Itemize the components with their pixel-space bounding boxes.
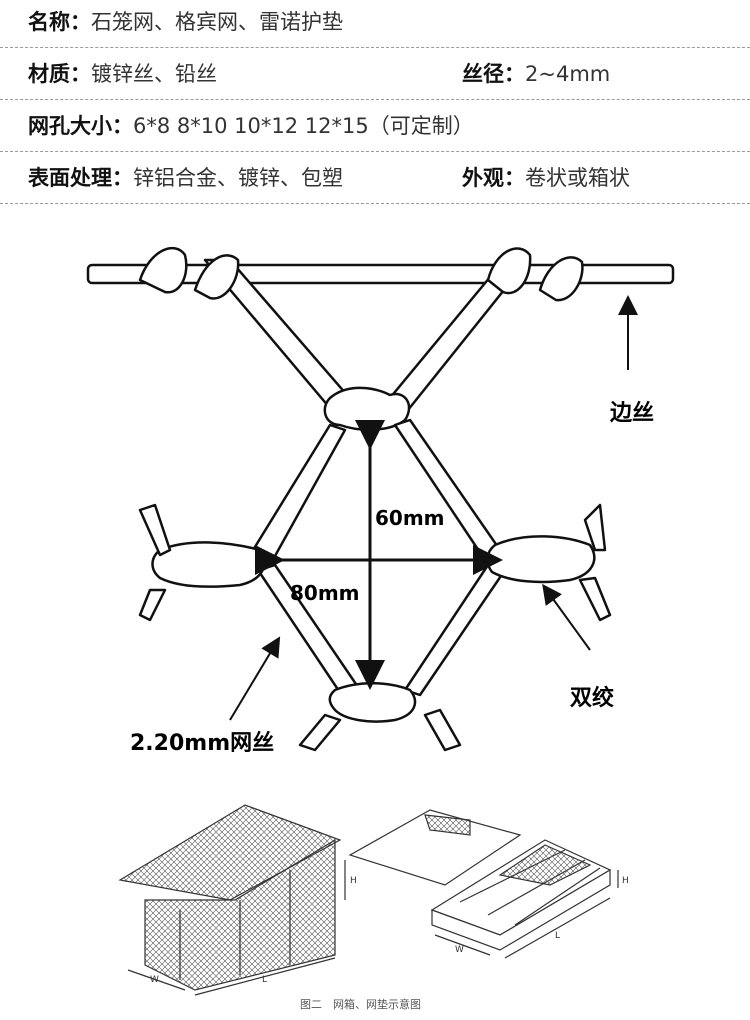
- mattress-w-label: W: [455, 945, 464, 955]
- box-h-label: H: [350, 876, 357, 886]
- edge-twist-1: [138, 246, 188, 294]
- gabion-box-dim-l: [194, 957, 336, 996]
- mattress-h-label: H: [622, 876, 629, 886]
- mesh-stub-left: [138, 503, 172, 622]
- mattress-dim-w: [434, 934, 491, 956]
- spec-mesh-value: 6*8 8*10 10*12 12*15（可定制）: [133, 114, 474, 138]
- spec-row-surface: 表面处理：锌铝合金、镀锌、包塑 外观：卷状或箱状: [0, 152, 750, 204]
- mattress-lid-hatch: [424, 814, 471, 836]
- spec-material-value: 镀锌丝、铅丝: [91, 62, 217, 86]
- mattress-l-label: L: [555, 931, 560, 941]
- spec-row-name: 名称：石笼网、格宾网、雷诺护垫: [0, 0, 750, 48]
- spec-row-material: 材质：镀锌丝、铅丝 丝径：2~4mm: [0, 48, 750, 100]
- spec-row-mesh: 网孔大小：6*8 8*10 10*12 12*15（可定制）: [0, 100, 750, 152]
- spec-surface-value: 锌铝合金、镀锌、包塑: [133, 166, 343, 190]
- spec-mesh: 网孔大小：6*8 8*10 10*12 12*15（可定制）: [28, 100, 474, 152]
- spec-name: 名称：石笼网、格宾网、雷诺护垫: [28, 0, 343, 44]
- twist-label: 双绞: [570, 685, 614, 711]
- spec-wire-value: 2~4mm: [525, 62, 611, 86]
- box-l-label: L: [262, 975, 267, 985]
- mesh-stub-bottom: [298, 708, 462, 752]
- spec-name-label: 名称：: [28, 10, 91, 34]
- spec-material: 材质：镀锌丝、铅丝: [28, 48, 217, 100]
- gabion-schematic: W L H W L H 图二 网箱、网垫示意图: [118, 804, 629, 1011]
- schematic-caption: 图二 网箱、网垫示意图: [300, 997, 421, 1011]
- gabion-box-dividers: [179, 870, 291, 980]
- edge-twist-4: [538, 256, 584, 302]
- spec-wire-label: 丝径：: [462, 62, 525, 86]
- mesh-wire-br: [403, 563, 507, 697]
- twist-knot-right: [486, 535, 596, 584]
- spec-look: 外观：卷状或箱状: [462, 152, 630, 204]
- spec-list: 名称：石笼网、格宾网、雷诺护垫 材质：镀锌丝、铅丝 丝径：2~4mm 网孔大小：…: [0, 0, 750, 204]
- spec-wire: 丝径：2~4mm: [462, 48, 610, 100]
- mesh-diagram: 边丝 60mm 80mm 双绞 2.20mm网丝: [86, 246, 675, 756]
- spec-look-label: 外观：: [462, 166, 525, 190]
- spec-surface: 表面处理：锌铝合金、镀锌、包塑: [28, 152, 343, 204]
- mattress-base-side: [431, 868, 611, 951]
- edge-twist-3: [486, 247, 532, 295]
- gabion-box-lid: [118, 804, 342, 901]
- mesh-wire-pointer: [229, 636, 281, 721]
- mesh-wire-mr: [393, 418, 502, 562]
- spec-material-label: 材质：: [28, 62, 91, 86]
- height-dimension-label: 60mm: [375, 506, 445, 530]
- mattress-mesh-area: [498, 844, 592, 886]
- width-dimension-label: 80mm: [290, 581, 360, 605]
- spec-surface-label: 表面处理：: [28, 166, 133, 190]
- spec-name-value: 石笼网、格宾网、雷诺护垫: [91, 10, 343, 34]
- twist-pointer: [542, 583, 591, 651]
- twist-knot-bottom: [328, 682, 417, 723]
- spec-mesh-label: 网孔大小：: [28, 114, 133, 138]
- mesh-stub-right: [578, 503, 612, 622]
- mattress-dim-l: [504, 897, 611, 959]
- twist-knot-left: [151, 541, 266, 588]
- gabion-box-dim-w: [127, 969, 186, 991]
- edge-wire-label: 边丝: [609, 400, 654, 426]
- edge-twist-2: [193, 254, 240, 300]
- twist-knot-top: [323, 386, 411, 431]
- spec-look-value: 卷状或箱状: [525, 166, 630, 190]
- mesh-wire-label: 2.20mm网丝: [130, 730, 274, 756]
- box-w-label: W: [150, 975, 159, 985]
- mesh-wire-ml: [248, 423, 347, 567]
- mattress-lid: [348, 809, 522, 886]
